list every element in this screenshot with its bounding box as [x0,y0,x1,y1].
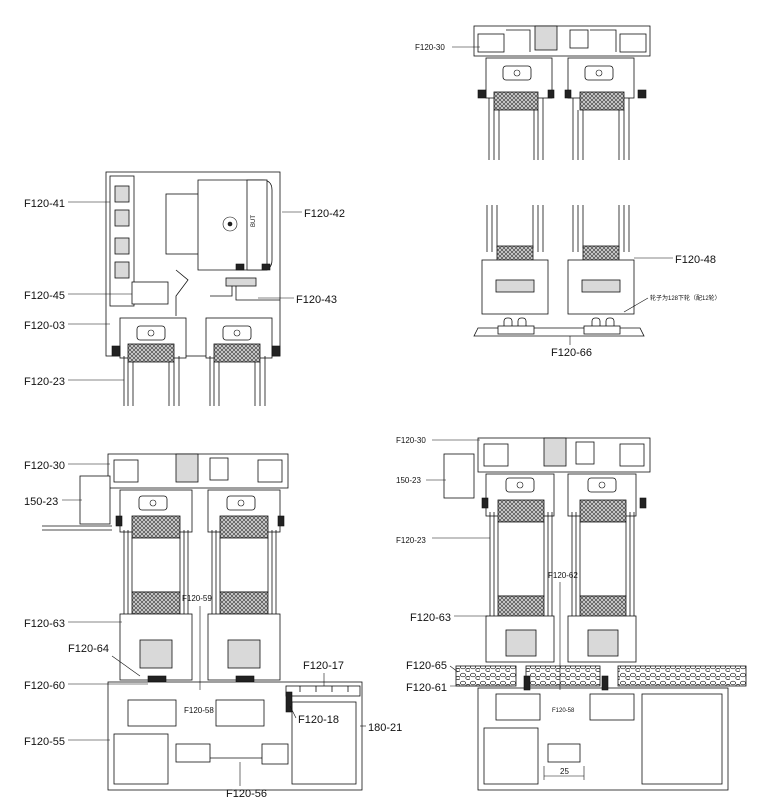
svg-text:F120-62: F120-62 [548,571,578,580]
label-f120-17: F120-17 [303,660,344,686]
label-f120-63-br: F120-63 [410,612,488,624]
label-f120-41: F120-41 [24,198,110,210]
label-f120-23-mid: F120-23 [24,376,124,388]
sill-section-with-wheels: F120-48 轮子为128下轮（配12轮） F120-66 [473,205,721,359]
label-f120-59: F120-59 [182,594,212,690]
svg-text:180-21: 180-21 [368,722,402,734]
jamb-section-with-motor: BUT F120-41 F120-42 F120-45 [24,171,345,406]
svg-text:F120-45: F120-45 [24,290,65,302]
br-glass-panels [489,499,635,620]
svg-text:150-23: 150-23 [396,476,421,485]
svg-text:F120-23: F120-23 [396,536,426,545]
label-f120-60: F120-60 [24,680,148,692]
svg-text:F120-18: F120-18 [298,714,339,726]
label-150-23-br: 150-23 [396,476,446,485]
svg-text:轮子为128下轮（配12轮）: 轮子为128下轮（配12轮） [650,294,721,302]
svg-text:F120-56: F120-56 [226,788,267,800]
label-f120-58-bl: F120-58 [184,706,214,715]
label-f120-55: F120-55 [24,736,110,748]
svg-text:F120-48: F120-48 [675,254,716,266]
svg-text:F120-41: F120-41 [24,198,65,210]
svg-text:F120-61: F120-61 [406,682,447,694]
label-f120-42: F120-42 [282,208,345,220]
svg-text:F120-30: F120-30 [415,43,445,52]
svg-text:F120-59: F120-59 [182,594,212,603]
label-f120-30-bl: F120-30 [24,460,110,472]
head-glass-panels [488,91,630,160]
bl-sill-frame [107,681,363,791]
label-f120-56: F120-56 [226,762,267,800]
label-f120-18: F120-18 [289,705,339,726]
svg-text:F120-30: F120-30 [396,436,426,445]
label-f120-65: F120-65 [406,660,459,673]
label-f120-45: F120-45 [24,290,132,302]
label-f120-03: F120-03 [24,320,110,332]
svg-text:F120-23: F120-23 [24,376,65,388]
svg-text:F120-55: F120-55 [24,736,65,748]
svg-text:150-23: 150-23 [24,496,58,508]
label-f120-48: F120-48 [634,254,716,266]
svg-text:25: 25 [560,767,569,776]
svg-text:F120-30: F120-30 [24,460,65,472]
svg-text:F120-43: F120-43 [296,294,337,306]
svg-text:F120-63: F120-63 [410,612,451,624]
svg-text:F120-60: F120-60 [24,680,65,692]
head-section-top-right: F120-30 [415,25,651,160]
label-f120-61: F120-61 [406,682,512,694]
bl-glass-panels [123,515,277,620]
label-f120-43: F120-43 [258,294,337,306]
label-150-23-bl: 150-23 [24,496,82,508]
wheel-note: 轮子为128下轮（配12轮） [623,294,721,313]
svg-text:F120-66: F120-66 [551,347,592,359]
dimension-25: 25 [543,766,585,780]
label-180-21: 180-21 [360,722,402,734]
motor-unit: BUT [165,179,273,271]
label-f120-58-br: F120-58 [552,708,575,714]
br-bottom-sash [485,615,637,663]
svg-text:F120-17: F120-17 [303,660,344,672]
svg-text:F120-65: F120-65 [406,660,447,672]
svg-text:F120-58: F120-58 [184,706,214,715]
br-gravel-strips [455,665,747,687]
full-section-bottom-right: 25 F120-30 150-23 F120-23 F120-62 F120-6… [396,436,747,791]
full-section-bottom-left: F120-30 150-23 F120-59 F120-63 F120-64 F… [24,453,402,800]
svg-text:BUT: BUT [251,215,257,227]
label-f120-30-top: F120-30 [415,43,480,52]
br-sill-frame [477,675,729,791]
svg-text:F120-03: F120-03 [24,320,65,332]
label-f120-23-br: F120-23 [396,536,490,545]
label-f120-63-bl: F120-63 [24,618,122,630]
svg-text:F120-58: F120-58 [552,708,575,714]
label-f120-66: F120-66 [551,336,592,359]
head-frame-profile [473,25,651,99]
svg-text:F120-42: F120-42 [304,208,345,220]
label-f120-30-br: F120-30 [396,436,480,445]
label-f120-64: F120-64 [68,643,141,677]
svg-text:F120-64: F120-64 [68,643,109,655]
svg-text:F120-63: F120-63 [24,618,65,630]
label-f120-62: F120-62 [548,571,578,690]
